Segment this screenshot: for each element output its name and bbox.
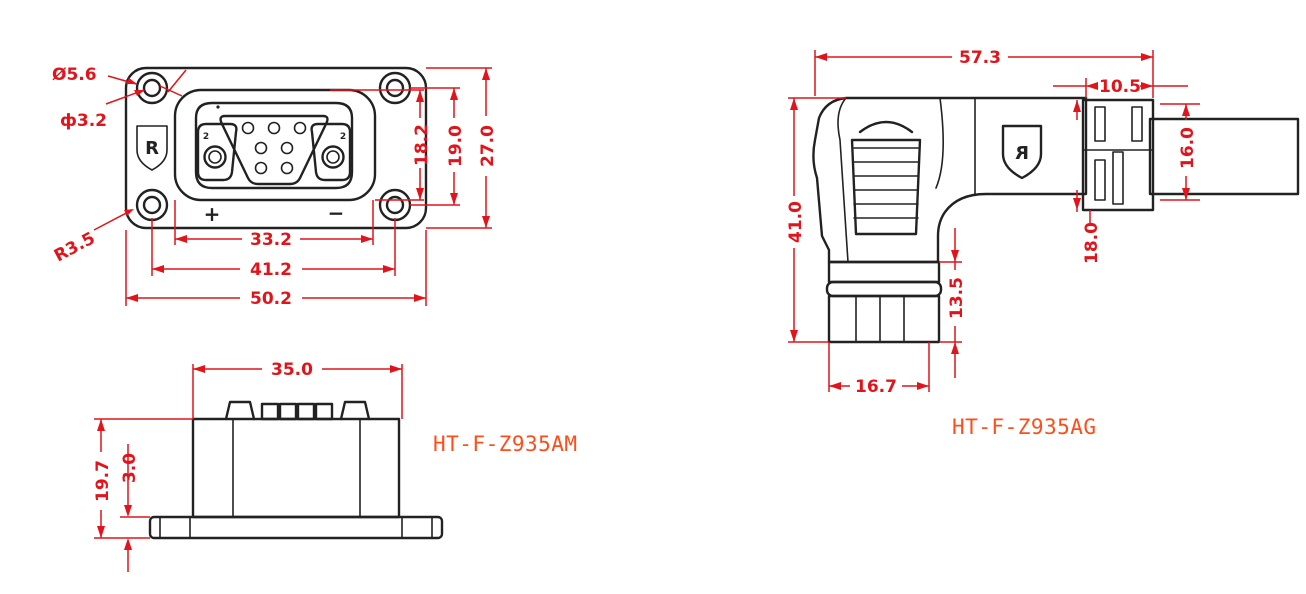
mounting-hole-bottom-right xyxy=(378,188,412,222)
dim-tail-length: 10.5 xyxy=(1053,77,1188,98)
signal-pin xyxy=(280,141,294,155)
dim-corner-radius-label: R3.5 xyxy=(51,228,99,266)
dim-hole-pitch-x-label: 41.2 xyxy=(250,260,292,280)
dim-plug-length-label: 13.5 xyxy=(947,277,967,319)
dim-tail-length-label: 10.5 xyxy=(1099,77,1141,97)
power-contact-left xyxy=(196,122,238,182)
bottom-view: 35.0 19.7 3.0 HT-F-Z935AM xyxy=(93,360,578,572)
dim-bottom-flange-thickness: 3.0 xyxy=(120,444,150,572)
side-logo-letter: R xyxy=(1015,143,1029,164)
grip-ribs xyxy=(850,120,922,236)
side-view: R 57.3 10.5 xyxy=(786,48,1300,439)
plug-sleeve xyxy=(827,294,941,344)
dim-hole-pitch-y: 19.0 xyxy=(410,87,466,206)
dim-bottom-total-height: 19.7 xyxy=(93,418,193,539)
index-dot xyxy=(216,105,220,109)
dim-width-label: 50.2 xyxy=(250,289,292,309)
dim-bottom-width-label: 35.0 xyxy=(271,360,313,380)
dim-bottom-total-height-label: 19.7 xyxy=(93,460,113,502)
dim-plug-width: 16.7 xyxy=(828,342,930,397)
power-contact-right xyxy=(310,122,352,182)
connector-face xyxy=(194,101,354,190)
signal-pin xyxy=(267,121,281,135)
minus-sign: − xyxy=(328,201,345,225)
dim-outer-hole-label: Ø5.6 xyxy=(52,65,97,85)
front-shield-logo-icon: R xyxy=(136,125,168,171)
signal-cavity xyxy=(219,114,329,186)
mounting-hole-top-right xyxy=(378,71,412,105)
signal-pin xyxy=(241,121,255,135)
dim-outer-hole: Ø5.6 xyxy=(52,65,187,93)
plug-collar xyxy=(827,260,941,284)
bottom-tooth xyxy=(260,402,280,421)
front-logo-letter: R xyxy=(145,138,159,159)
bottom-flange xyxy=(148,515,444,540)
dim-width: 50.2 xyxy=(125,230,427,309)
model-label-ag: HT-F-Z935AG xyxy=(952,415,1097,439)
bottom-tooth xyxy=(224,400,256,421)
mounting-hole-bottom-left xyxy=(135,188,169,222)
tail-nut xyxy=(1081,98,1155,212)
dim-side-height-label: 41.0 xyxy=(786,201,806,243)
dim-side-height: 41.0 xyxy=(786,97,846,343)
dim-pin-span: 33.2 xyxy=(174,200,374,250)
dim-height-label: 27.0 xyxy=(478,125,498,167)
dim-bottom-flange-thickness-label: 3.0 xyxy=(120,453,140,483)
bottom-body xyxy=(191,417,401,519)
dim-hole-pitch-y-label: 19.0 xyxy=(446,125,466,167)
front-flange xyxy=(124,66,428,230)
model-label-am: HT-F-Z935AM xyxy=(433,432,578,456)
pin-label-left: 2 xyxy=(203,132,209,142)
dim-inner-hole: ф3.2 xyxy=(60,85,183,131)
dim-tail-height: 18.0 xyxy=(1073,100,1102,264)
connector-housing xyxy=(173,88,377,202)
dim-cable-diameter-label: 16.0 xyxy=(1178,127,1198,169)
dim-total-length-label: 57.3 xyxy=(959,48,1001,68)
pin-label-right: 2 xyxy=(340,132,346,142)
dim-contact-height: 18.2 xyxy=(330,89,432,201)
dim-plug-length: 13.5 xyxy=(939,228,967,378)
bottom-tooth xyxy=(278,402,298,421)
front-view: R 2 2 + − Ø5.6 xyxy=(51,65,498,309)
dim-height: 27.0 xyxy=(426,67,498,229)
mounting-hole-top-left xyxy=(135,71,169,105)
dim-corner-radius: R3.5 xyxy=(51,209,134,266)
dim-tail-height-label: 18.0 xyxy=(1082,222,1102,264)
dim-pin-span-label: 33.2 xyxy=(250,230,292,250)
dim-bottom-width: 35.0 xyxy=(192,360,403,419)
dim-contact-height-label: 18.2 xyxy=(412,124,432,166)
signal-pin xyxy=(293,121,307,135)
dim-total-length: 57.3 xyxy=(814,48,1154,98)
dim-hole-pitch-x: 41.2 xyxy=(151,218,396,280)
side-shield-logo-icon: R xyxy=(1001,124,1043,180)
bottom-tooth xyxy=(296,402,316,421)
bottom-tooth xyxy=(314,402,334,421)
dim-plug-width-label: 16.7 xyxy=(855,377,897,397)
signal-pin xyxy=(254,141,268,155)
signal-pin xyxy=(280,161,294,175)
dim-cable-diameter: 16.0 xyxy=(1160,103,1200,201)
cable xyxy=(1148,117,1300,196)
signal-pin xyxy=(254,161,268,175)
dim-inner-hole-label: ф3.2 xyxy=(60,111,107,131)
plus-sign: + xyxy=(204,202,221,226)
bottom-tooth xyxy=(339,400,371,421)
